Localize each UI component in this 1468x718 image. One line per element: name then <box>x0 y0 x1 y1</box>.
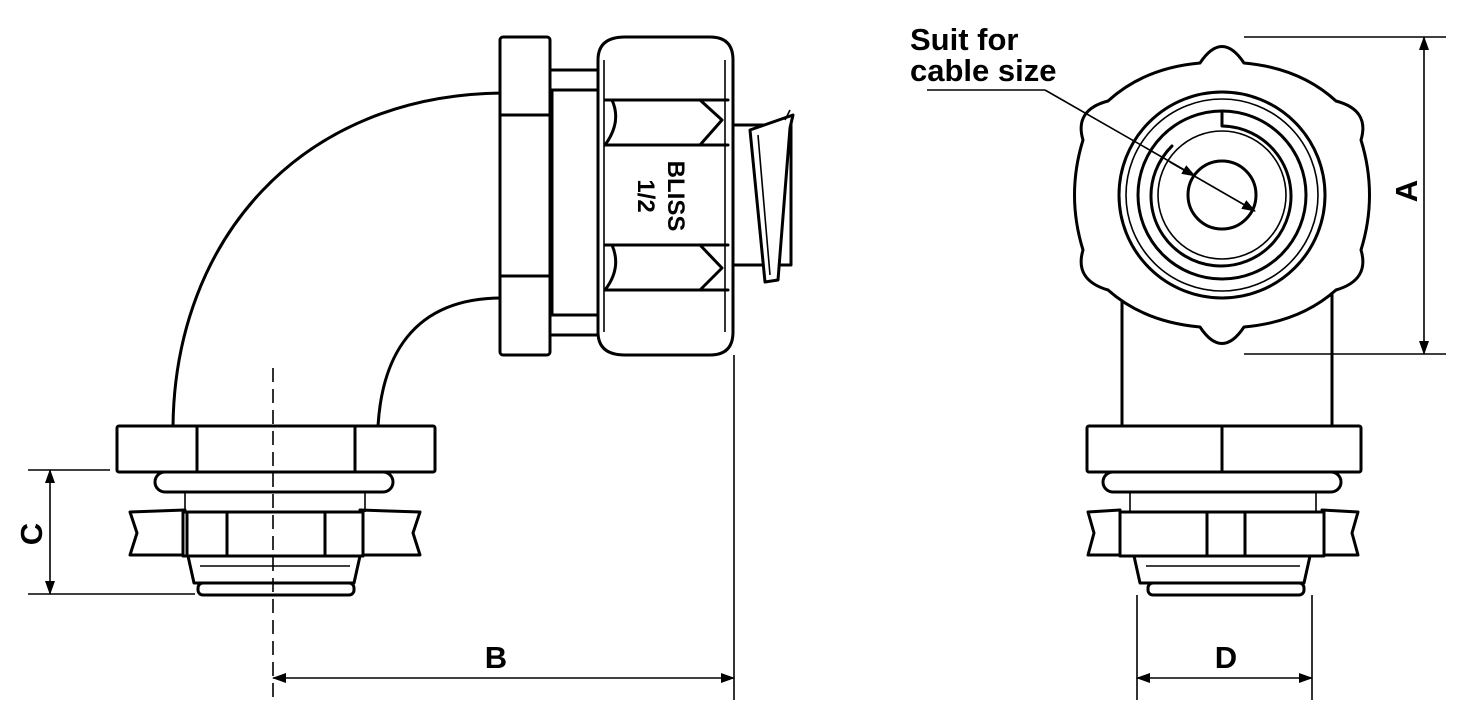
end-view <box>1073 45 1371 597</box>
elbow-outer-curve <box>171 91 504 428</box>
body-marking-brand: BLISS <box>662 161 689 232</box>
cable-size-leader <box>927 89 1256 212</box>
dimension-c-label: C <box>14 523 49 545</box>
cable-latch-clip <box>731 109 795 284</box>
callout-line-2: cable size <box>910 53 1056 88</box>
lower-hex-nut <box>115 424 437 494</box>
cap-rim <box>1117 90 1327 300</box>
elbow-inner-curve <box>376 296 504 428</box>
upper-hex-flange <box>498 35 600 357</box>
cap-scalloped-outline <box>1073 45 1371 345</box>
dimension-b-label: B <box>485 640 507 675</box>
body-marking: BLISS 1/2 <box>632 161 689 232</box>
dimension-d-label: D <box>1215 640 1237 675</box>
dimension-b <box>272 355 735 700</box>
toothed-locknut <box>128 492 422 558</box>
dimension-d <box>1136 595 1313 700</box>
dimension-c <box>28 469 195 595</box>
dimension-a <box>1244 36 1446 355</box>
split-seal <box>1149 110 1293 268</box>
cable-bore <box>1186 159 1258 231</box>
compression-cap-nut <box>596 35 735 357</box>
dimension-a-label: A <box>1389 180 1424 202</box>
body-marking-size: 1/2 <box>632 179 659 212</box>
callout-line-1: Suit for <box>910 22 1019 57</box>
threaded-spigot <box>186 554 362 597</box>
side-view <box>115 35 795 700</box>
